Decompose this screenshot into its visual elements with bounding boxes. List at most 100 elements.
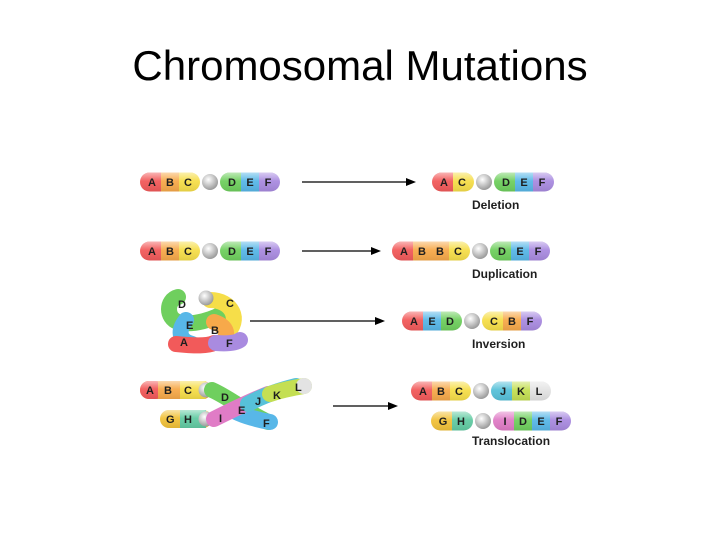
translocation-after-bottom-gene-letter: E [537, 416, 544, 428]
deletion-label: Deletion [472, 198, 519, 212]
translocation-after-top-arm [411, 381, 471, 401]
deletion-after-arm [494, 172, 554, 192]
deletion-after-gene-letter: E [520, 177, 527, 189]
translocation-gene-i: I [219, 413, 222, 425]
inversion-gene-b: B [211, 325, 219, 337]
deletion-before-gene-letter: F [265, 177, 272, 189]
inversion-after-arm [482, 311, 542, 331]
inversion-gene-d: D [178, 299, 186, 311]
inversion-after-gene-letter: C [490, 316, 498, 328]
deletion-before-gene-letter: D [228, 177, 236, 189]
inversion-gene-c: C [226, 298, 234, 310]
duplication-after-gene-letter: C [454, 246, 462, 258]
inversion-centromere [198, 290, 214, 306]
translocation-after-top-gene-letter: C [455, 386, 463, 398]
inversion-after-gene-letter: D [446, 316, 454, 328]
translocation-gene-c: C [184, 385, 192, 397]
duplication-after-arm [490, 241, 550, 261]
deletion-before-centromere [202, 174, 218, 190]
inversion-gene-f: F [226, 338, 233, 350]
duplication-before-gene-letter: A [148, 246, 156, 258]
slide-title: Chromosomal Mutations [132, 42, 588, 89]
translocation-arrowhead [388, 402, 398, 410]
duplication-arrowhead [371, 247, 381, 255]
translocation-before: A B C D E F G H I J K L [140, 378, 312, 430]
translocation-gene-k: K [273, 390, 281, 402]
duplication-after-gene-letter: E [516, 246, 523, 258]
translocation-gene-j: J [255, 396, 261, 408]
inversion-after-gene-letter: E [428, 316, 435, 328]
translocation-after-bottom-gene-letter: D [519, 416, 527, 428]
deletion-before-arm [220, 172, 280, 192]
duplication-before-centromere [202, 243, 218, 259]
inversion-gene-e: E [186, 320, 193, 332]
translocation-after-bottom-gene-letter: G [439, 416, 448, 428]
duplication-after-gene-letter: A [400, 246, 408, 258]
duplication-before-gene-letter: D [228, 246, 236, 258]
translocation-after-bottom-arm [431, 411, 473, 431]
duplication-before-gene-letter: C [184, 246, 192, 258]
deletion-after-arm [432, 172, 474, 192]
duplication-after-arm [392, 241, 470, 261]
deletion-after-gene-letter: D [502, 177, 510, 189]
duplication-before-gene-letter: B [166, 246, 174, 258]
translocation-after-top-arm [491, 381, 551, 401]
deletion-before-gene-letter: B [166, 177, 174, 189]
translocation-gene-b: B [164, 385, 172, 397]
inversion-arrowhead [375, 317, 385, 325]
translocation-after-top-gene-letter: A [419, 386, 427, 398]
inversion-after-gene-letter: F [527, 316, 534, 328]
deletion-after-centromere [476, 174, 492, 190]
translocation-after-top-centromere [473, 383, 489, 399]
translocation-gene-d: D [221, 392, 229, 404]
translocation-after-bottom-gene-letter: I [503, 416, 506, 428]
translocation-gene-g: G [166, 414, 175, 426]
deletion-before-gene-letter: E [246, 177, 253, 189]
inversion-gene-a: A [180, 337, 188, 349]
translocation-after-bottom-gene-letter: F [556, 416, 563, 428]
deletion-after-gene-letter: F [539, 177, 546, 189]
deletion-after-gene-letter: C [458, 177, 466, 189]
deletion-before-gene-letter: C [184, 177, 192, 189]
translocation-after-top-gene-letter: B [437, 386, 445, 398]
duplication-after-centromere [472, 243, 488, 259]
translocation-after-bottom-arm [493, 411, 571, 431]
translocation-gene-l: L [295, 382, 302, 394]
inversion-after-centromere [464, 313, 480, 329]
duplication-before-arm [140, 241, 200, 261]
duplication-after-gene-letter: F [535, 246, 542, 258]
translocation-after-bottom-gene-letter: H [457, 416, 465, 428]
translocation-gene-e: E [238, 405, 245, 417]
deletion-before-gene-letter: A [148, 177, 156, 189]
duplication-after-gene-letter: D [498, 246, 506, 258]
duplication-before-gene-letter: E [246, 246, 253, 258]
duplication-after-gene-letter: B [436, 246, 444, 258]
translocation-after-top-gene-letter: K [517, 386, 525, 398]
inversion-after-gene-letter: A [410, 316, 418, 328]
duplication-before-arm [220, 241, 280, 261]
duplication-label: Duplication [472, 267, 537, 281]
duplication-after-gene-letter: B [418, 246, 426, 258]
deletion-after-gene-letter: A [440, 177, 448, 189]
inversion-loop: D C E B A F [161, 289, 248, 354]
deletion-before-arm [140, 172, 200, 192]
translocation-gene-a: A [146, 385, 154, 397]
inversion-after-gene-letter: B [508, 316, 516, 328]
translocation-gene-f: F [263, 418, 270, 430]
deletion-arrowhead [406, 178, 416, 186]
translocation-after-top-gene-letter: J [500, 386, 506, 398]
translocation-gene-h: H [184, 414, 192, 426]
duplication-before-gene-letter: F [265, 246, 272, 258]
translocation-after-bottom-centromere [475, 413, 491, 429]
translocation-label: Translocation [472, 434, 550, 448]
inversion-label: Inversion [472, 337, 525, 351]
